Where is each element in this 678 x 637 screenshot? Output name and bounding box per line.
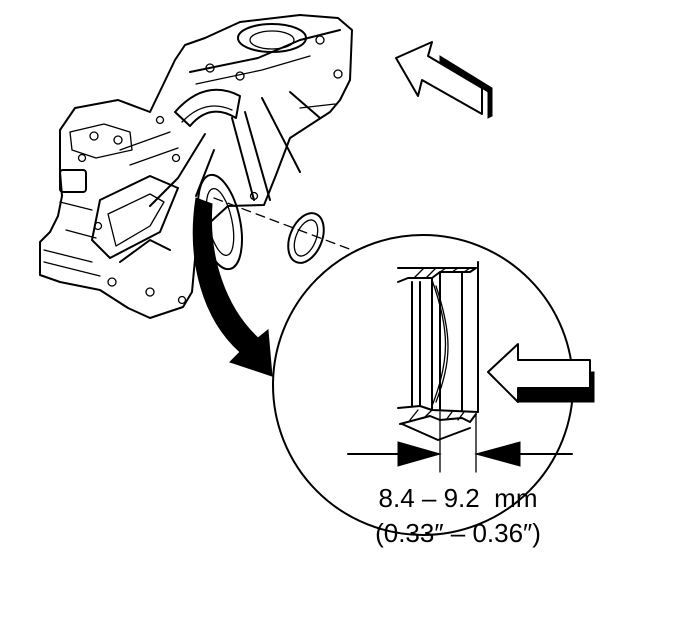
solid-arrowhead-icon xyxy=(474,441,521,467)
seal-ring-part xyxy=(287,212,325,264)
alignment-line xyxy=(213,197,353,251)
seal-cross-section xyxy=(397,261,479,441)
engine-block-illustration xyxy=(39,14,353,319)
outline-arrow-icon xyxy=(487,343,595,403)
dimension-arrows xyxy=(347,441,573,467)
outline-arrow-icon xyxy=(395,41,493,119)
curved-arrow-icon xyxy=(192,197,273,377)
detail-view-circle xyxy=(272,234,595,536)
dimension-metric-label: 8.4 – 9.2 mm xyxy=(379,483,538,513)
solid-arrowhead-icon xyxy=(397,441,442,467)
dimension-imperial-label: (0.33″ – 0.36″) xyxy=(375,518,541,548)
